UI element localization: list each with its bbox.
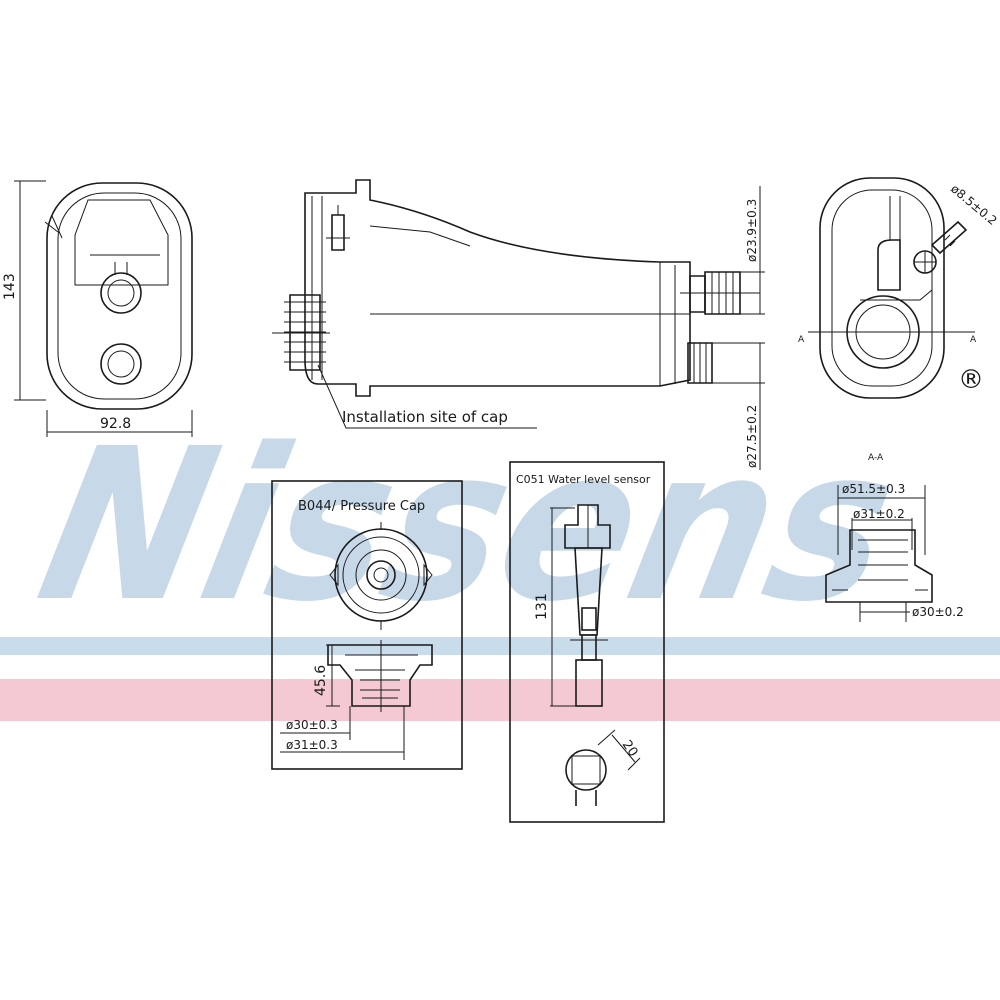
front-width-label: 92.8 bbox=[100, 416, 131, 432]
side-view: Installation site of cap ø23.9±0.3 ø27.5… bbox=[272, 179, 765, 470]
front-height-label: 143 bbox=[2, 273, 18, 300]
sensor-length: 131 bbox=[534, 593, 550, 620]
pressure-cap-panel: B044/ Pressure Cap 45.6 ø30±0.3 ø31±0.3 bbox=[271, 480, 463, 770]
section-letter-right: A bbox=[970, 335, 977, 345]
sensor-title: C051 Water level sensor bbox=[516, 473, 651, 486]
sensor-width: 20 bbox=[619, 738, 641, 760]
brand-watermark: Nissens bbox=[22, 404, 914, 648]
stripe-blue bbox=[0, 637, 1000, 655]
registered-mark: ® bbox=[958, 365, 984, 395]
pressure-cap-d1: ø30±0.3 bbox=[286, 718, 338, 732]
dim-27-5: ø27.5±0.2 bbox=[745, 405, 759, 468]
pressure-cap-height: 45.6 bbox=[313, 665, 329, 696]
section-d3: ø30±0.2 bbox=[912, 605, 964, 619]
section-d1: ø51.5±0.3 bbox=[842, 482, 905, 496]
dim-23-9: ø23.9±0.3 bbox=[745, 199, 759, 262]
sensor-panel: C051 Water level sensor 131 20 bbox=[509, 461, 665, 823]
section-letter-left: A bbox=[798, 335, 805, 345]
section-a-a: A-A ø51.5±0.3 ø31±0.2 ø30±0.2 bbox=[825, 453, 964, 622]
section-label: A-A bbox=[868, 453, 884, 463]
pressure-cap-title: B044/ Pressure Cap bbox=[298, 499, 425, 514]
pressure-cap-d2: ø31±0.3 bbox=[286, 738, 338, 752]
section-d2: ø31±0.2 bbox=[853, 507, 905, 521]
stripe-red bbox=[0, 679, 1000, 721]
installation-label: Installation site of cap bbox=[342, 408, 508, 426]
dim-8-5: ø8.5±0.2 bbox=[948, 182, 1000, 228]
front-view: 143 92.8 bbox=[2, 180, 193, 437]
